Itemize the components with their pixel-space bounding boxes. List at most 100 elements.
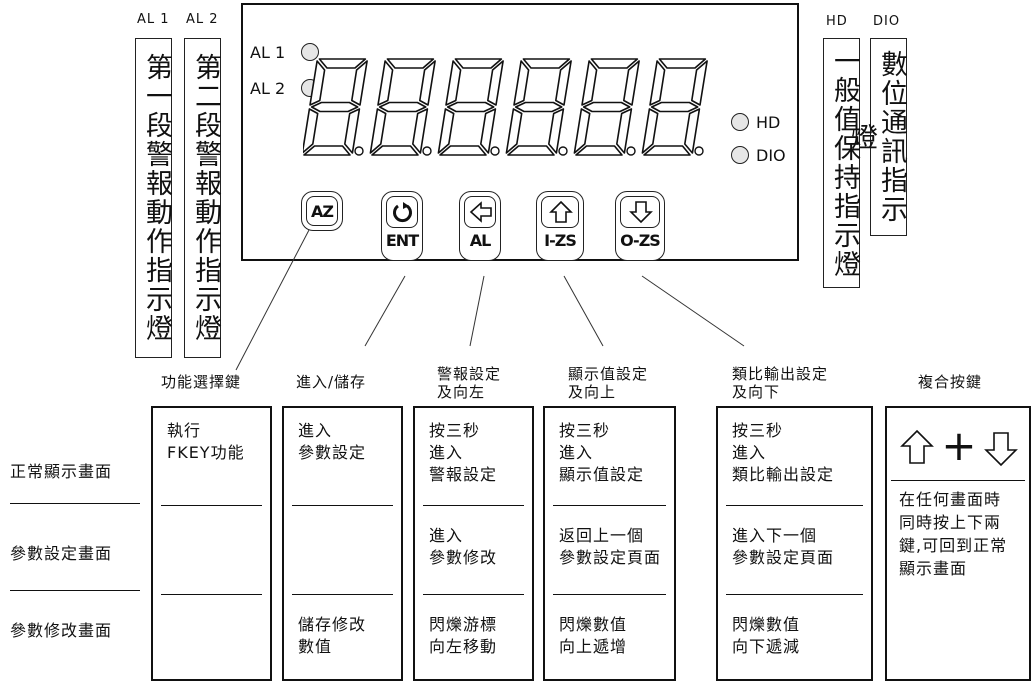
digit-3-segment-d xyxy=(439,145,487,156)
az-button[interactable]: AZ xyxy=(301,191,343,231)
digit-2-segment-f xyxy=(377,60,394,106)
cell-alarm-modify: 閃爍游標 向左移動 xyxy=(429,615,498,656)
hd-description: 一般值保持指示燈 xyxy=(823,38,860,288)
al2-caption: AL 2 xyxy=(186,12,219,27)
izs-button-label: I-ZS xyxy=(544,231,577,250)
digit-3-segment-e xyxy=(437,108,455,154)
digit-4-segment-b xyxy=(555,60,572,106)
dio-description: 數位通訊指示燈 xyxy=(846,38,907,236)
digit-3-segment-b xyxy=(487,60,504,106)
meter-front-panel: AL 1 AL 2 HD DIO AZ ENT AL xyxy=(241,3,799,261)
digit-2-segment-d xyxy=(371,145,419,156)
al1-led-label: AL 1 xyxy=(250,43,286,62)
cell-display-normal: 按三秒 進入 顯示值設定 xyxy=(559,421,645,484)
ent-button[interactable]: ENT xyxy=(381,191,423,261)
digit-5 xyxy=(573,58,640,156)
digit-1-segment-a xyxy=(318,58,367,69)
izs-button[interactable]: I-ZS xyxy=(536,191,584,261)
row-label-normal: 正常顯示畫面 xyxy=(10,462,113,481)
al-button[interactable]: AL xyxy=(459,191,501,261)
digit-1-segment-g xyxy=(310,101,359,113)
column-display-up: 按三秒 進入 顯示值設定 返回上一個 參數設定頁面 閃爍數值 向上遞增 xyxy=(543,406,676,681)
arrow-up-icon xyxy=(900,429,934,464)
cell-enter-normal: 進入 參數設定 xyxy=(298,421,367,462)
digit-6-segment-d xyxy=(643,145,691,156)
digit-2-decimal-point xyxy=(422,146,432,156)
digit-5-segment-e xyxy=(573,108,591,154)
row-label-param-modify: 參數修改畫面 xyxy=(10,621,113,640)
plus-sign: + xyxy=(941,421,977,470)
cell-analog-setting: 進入下一個 參數設定頁面 xyxy=(732,526,835,567)
digit-2-segment-g xyxy=(378,101,427,113)
combo-key-symbol: + xyxy=(897,422,1023,474)
digit-4-segment-c xyxy=(548,108,565,154)
ent-button-label: ENT xyxy=(385,231,419,250)
dio-led xyxy=(731,146,749,164)
header-alarm-left: 警報設定 及向左 xyxy=(437,365,502,401)
arrow-up-icon xyxy=(541,196,579,228)
digit-5-segment-f xyxy=(581,60,598,106)
digit-2 xyxy=(369,58,436,156)
digit-1-decimal-point xyxy=(354,146,364,156)
digit-2-segment-e xyxy=(369,108,387,154)
cell-analog-modify: 閃爍數值 向下遞減 xyxy=(732,615,801,656)
cell-divider xyxy=(553,594,666,595)
column-combo-keys: + 在任何畫面時 同時按上下兩 鍵,可回到正常 顯示畫面 xyxy=(885,406,1031,681)
digit-5-segment-d xyxy=(575,145,623,156)
cell-divider xyxy=(292,505,393,506)
arrow-down-icon xyxy=(984,432,1018,467)
cell-divider xyxy=(726,505,863,506)
digit-6-segment-c xyxy=(683,108,701,154)
row-divider xyxy=(10,590,140,591)
digit-5-segment-c xyxy=(615,108,633,154)
header-enter-save: 進入/儲存 xyxy=(296,373,367,391)
hd-led xyxy=(731,113,749,131)
digit-5-segment-b xyxy=(622,60,640,106)
cell-combo-description: 在任何畫面時 同時按上下兩 鍵,可回到正常 顯示畫面 xyxy=(899,490,1008,578)
digit-6-decimal-point xyxy=(694,146,704,156)
seven-segment-display xyxy=(301,53,723,169)
al1-description: 第一段警報動作指示燈 xyxy=(135,38,172,358)
digit-3 xyxy=(437,58,504,156)
ozs-button[interactable]: O-ZS xyxy=(615,191,665,261)
cell-analog-normal: 按三秒 進入 類比輸出設定 xyxy=(732,421,835,484)
digit-6-segment-e xyxy=(641,108,659,154)
header-display-up: 顯示值設定 及向上 xyxy=(568,365,649,401)
digit-1-segment-d xyxy=(303,145,351,156)
digit-3-segment-g xyxy=(446,101,495,113)
cell-alarm-setting: 進入 參數修改 xyxy=(429,526,498,567)
arrow-left-icon xyxy=(464,196,496,228)
digit-2-segment-c xyxy=(412,108,429,154)
digit-5-segment-a xyxy=(590,58,639,69)
dio-caption: DIO xyxy=(873,14,901,29)
cell-divider xyxy=(423,505,524,506)
cell-alarm-normal: 按三秒 進入 警報設定 xyxy=(429,421,498,484)
cell-func-normal: 執行 FKEY功能 xyxy=(167,421,245,462)
digit-1-segment-f xyxy=(309,60,326,106)
digit-6-segment-a xyxy=(658,58,707,69)
digit-5-decimal-point xyxy=(626,146,636,156)
digit-3-segment-c xyxy=(480,108,497,154)
digit-4-segment-f xyxy=(513,60,530,106)
al2-description: 第二段警報動作指示燈 xyxy=(184,38,221,358)
digit-2-segment-a xyxy=(386,58,435,69)
digit-4-segment-d xyxy=(507,145,555,156)
dio-led-label: DIO xyxy=(756,146,786,165)
digit-4-segment-e xyxy=(505,108,523,154)
al1-led xyxy=(301,43,319,61)
digit-1 xyxy=(301,58,368,156)
arrow-down-icon xyxy=(620,196,660,228)
digit-6-segment-g xyxy=(650,101,699,113)
digit-5-segment-g xyxy=(582,101,631,113)
al1-caption: AL 1 xyxy=(137,12,170,27)
column-function-key: 執行 FKEY功能 xyxy=(151,406,272,681)
hd-caption: HD xyxy=(826,14,848,29)
cell-display-setting: 返回上一個 參數設定頁面 xyxy=(559,526,662,567)
al2-led-label: AL 2 xyxy=(250,79,286,98)
digit-4-decimal-point xyxy=(558,146,568,156)
digit-1-segment-b xyxy=(350,60,368,106)
cell-divider xyxy=(161,505,262,506)
column-analog-down: 按三秒 進入 類比輸出設定 進入下一個 參數設定頁面 閃爍數值 向下遞減 xyxy=(716,406,873,681)
digit-1-segment-e xyxy=(301,108,319,154)
digit-4-segment-a xyxy=(522,58,571,69)
